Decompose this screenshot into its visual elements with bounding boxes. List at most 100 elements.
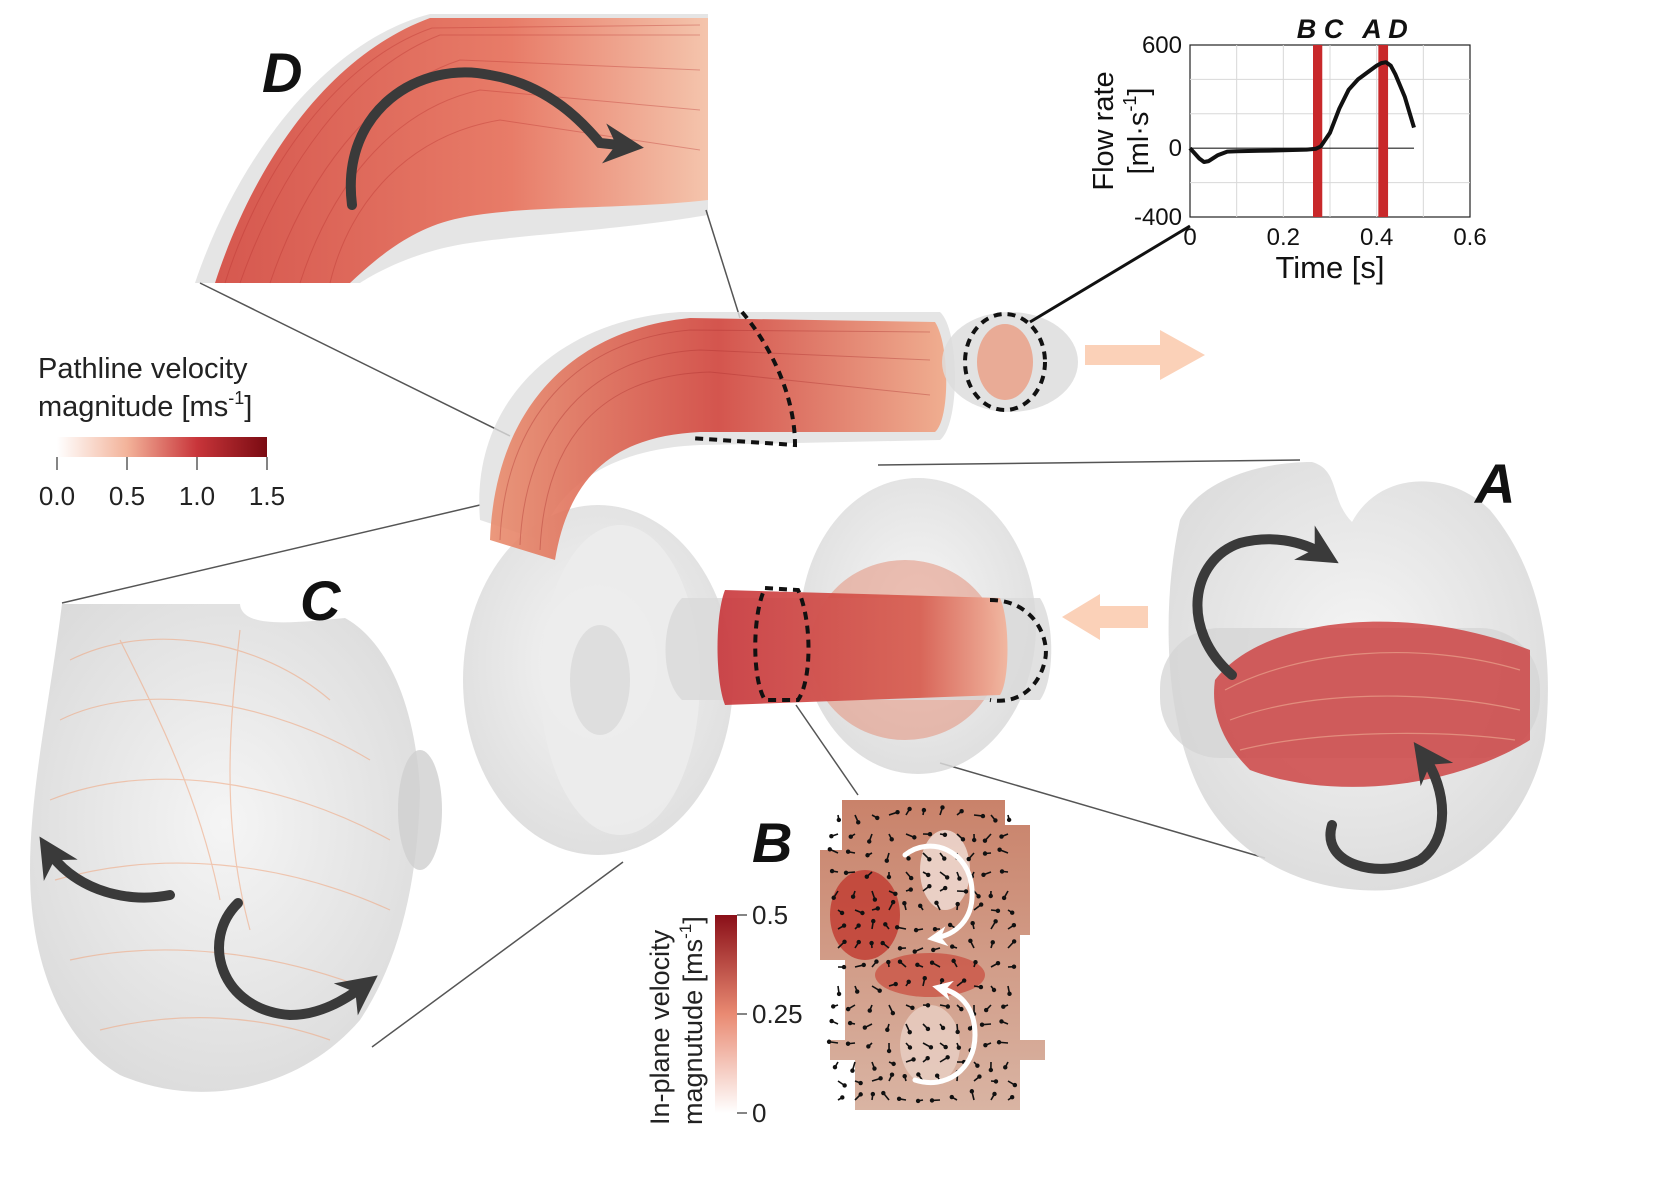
panel-b-vector-head (988, 1067, 994, 1073)
panel-b-vector-head (928, 1045, 934, 1050)
panel-b-vector-head (969, 1089, 975, 1094)
panel-b-vector-head (925, 1003, 931, 1008)
panel-b-vector-head (865, 853, 870, 858)
zoom-connector-lines (61, 209, 1301, 1048)
panel-b-vector-head (991, 987, 997, 993)
panel-b-vector-head (916, 1072, 921, 1077)
panel-b-vector-head (886, 959, 891, 965)
panel-b-vector-head (929, 960, 935, 965)
panel-b-vector-head (847, 1020, 853, 1026)
pathline-colorbar-title-line1: Pathline velocity (38, 353, 248, 385)
panel-a-streamlines (1214, 621, 1530, 787)
inlet-streamlines (717, 590, 1008, 705)
chart-time-markers (1313, 45, 1389, 217)
panel-b-vector-head (913, 927, 919, 933)
panel-b-vector-head (995, 960, 1001, 966)
chart-marker-d (1382, 45, 1389, 217)
panel-b-vector-head (872, 897, 878, 902)
panel-b-vector-head (976, 894, 981, 899)
panel-b-vector-head (918, 903, 923, 909)
panel-b-vector-head (875, 906, 880, 911)
panel-b-vector-head (829, 868, 835, 874)
panel-b-vector-head (856, 939, 861, 945)
panel-b-cold-bottom (900, 1005, 960, 1085)
chart-ytick-label: 0 (1169, 135, 1182, 162)
panel-b-vector-head (970, 920, 975, 926)
panel-b-vector-head (883, 922, 888, 927)
panel-b-vector-head (943, 1044, 948, 1050)
panel-b-vector-head (978, 984, 984, 990)
panel-label-b: B (752, 811, 792, 874)
panel-b-vector-head (921, 807, 927, 813)
chart-xlabel: Time [s] (1275, 250, 1384, 285)
panel-b-vector-head (850, 894, 856, 899)
inplane-colorbar-title-line1: In-plane velocity (645, 929, 675, 1125)
panel-b-vector-head (907, 1029, 912, 1035)
panel-b-vector-head (940, 1025, 946, 1031)
panel-b-vector-head (947, 922, 953, 928)
panel-b-vector-head (978, 902, 984, 907)
panel-b-vector-head (1010, 910, 1015, 915)
inplane-colorbar-tick-label: 0.25 (752, 999, 803, 1029)
panel-b-vector-head (1003, 1065, 1008, 1070)
panel-b-vector-head (955, 1029, 960, 1035)
panel-b-vector-head (971, 837, 977, 843)
panel-b-vector-head (831, 895, 836, 900)
panel-b-vector-head (902, 1073, 907, 1079)
panel-b-vector-head (906, 856, 911, 861)
panel-b-vector-head (927, 832, 933, 837)
inplane-colorbar-ticks: 00.250.5 (737, 900, 803, 1128)
panel-b-vector-head (997, 847, 1002, 852)
panel-label-c: C (300, 569, 342, 632)
panel-b-vector-head (945, 1055, 950, 1060)
panel-a-visual: A (1160, 452, 1548, 891)
chart-xtick-label: 0.2 (1267, 224, 1300, 251)
panel-b-upper-vortex-arrow (902, 843, 975, 947)
panel-b-vector-head (878, 1076, 883, 1081)
panel-b-vector-head (966, 856, 971, 862)
chart-connector-line (1029, 224, 1191, 324)
pathline-colorbar-tick-label: 0.5 (109, 481, 145, 511)
panel-c-right-arrow (214, 898, 378, 1021)
inlet-flow-arrow (1062, 594, 1148, 640)
panel-b-vector-head (875, 815, 880, 821)
panel-a-lower-arrow (1325, 741, 1454, 874)
panel-b-vector-head (915, 1098, 921, 1104)
panel-b-vector-head (951, 958, 956, 964)
panel-b-vector-head (890, 899, 896, 905)
panel-c-left-arrow (39, 836, 175, 903)
pathline-colorbar-tick-label: 1.5 (249, 481, 285, 511)
panel-b-vector-head (860, 910, 865, 916)
panel-b-vector-head (1012, 1082, 1018, 1088)
chart-marker-label-ad: A D (1361, 14, 1408, 44)
panel-b-lower-vortex-arrow (912, 980, 978, 1086)
panel-b-vector-head (999, 1019, 1004, 1024)
panel-b-vector-head (906, 979, 911, 985)
panel-b-vector-head (907, 806, 912, 812)
panel-b-vector-head (942, 832, 948, 838)
panel-b-vector-head (842, 939, 847, 944)
panel-b-vector-head (902, 900, 907, 906)
panel-b-vector-head (848, 834, 853, 839)
panel-b-vector-head (908, 887, 913, 892)
panel-b-vector-head (836, 991, 842, 997)
chart-marker-b (1313, 45, 1319, 217)
panel-b-vector-head (867, 839, 872, 844)
panel-b-vector-head (955, 901, 960, 907)
panel-b-vector-head (927, 883, 932, 889)
pathline-colorbar-tick-label: 0.0 (39, 481, 75, 511)
panel-b-vector-head (877, 988, 882, 993)
panel-b-vector-head (889, 1072, 895, 1077)
panel-b-vector-head (886, 874, 892, 880)
panel-b-vector-head (870, 1091, 876, 1097)
panel-b-vector-head (886, 1048, 892, 1054)
central-heart-model (463, 310, 1205, 855)
panel-b-vector-head (980, 813, 986, 819)
panel-c-lobe (398, 750, 442, 870)
panel-b-vector-head (897, 959, 903, 964)
panel-b-vector-head (1007, 991, 1012, 997)
pathline-colorbar-title-line2: magnitude [ms-1] (38, 388, 252, 423)
